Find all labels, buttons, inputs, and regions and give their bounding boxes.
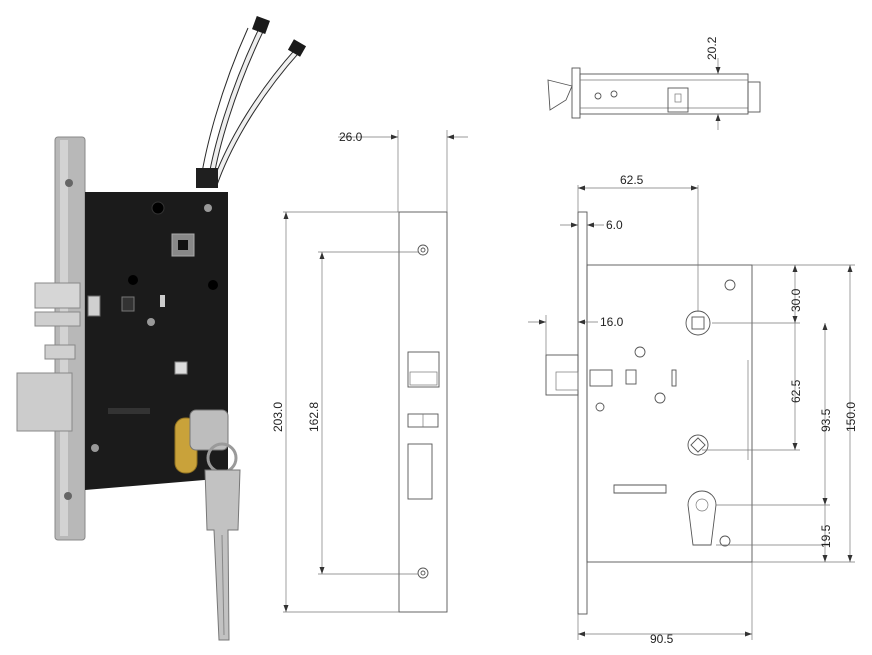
dim-backset: 26.0 bbox=[339, 130, 363, 144]
dim-case-depth: 90.5 bbox=[650, 632, 674, 646]
dim-spindle-to-cylinder-bottom: 93.5 bbox=[819, 408, 833, 432]
dim-faceplate-thickness: 6.0 bbox=[606, 218, 623, 232]
dim-case-height: 150.0 bbox=[844, 402, 858, 432]
latch-bolt bbox=[34, 282, 81, 309]
dim-spindle-to-cylinder-center: 62.5 bbox=[789, 379, 803, 403]
faceplate-screw-top bbox=[65, 179, 73, 187]
dead-bolt bbox=[16, 372, 73, 432]
dim-faceplate-height: 203.0 bbox=[271, 402, 285, 432]
side-view-drawing: 62.5 6.0 16.0 30.0 62.5 93.5 bbox=[528, 173, 858, 646]
key bbox=[189, 409, 241, 641]
dim-screw-spacing: 162.8 bbox=[307, 402, 321, 432]
dim-spindle-from-top: 30.0 bbox=[789, 288, 803, 312]
dim-backset-handle: 62.5 bbox=[620, 173, 644, 187]
lock-photo bbox=[16, 16, 307, 641]
top-view-drawing: 20.2 bbox=[547, 36, 761, 130]
faceplate-drawing: 26.0 203.0 162.8 bbox=[271, 130, 468, 613]
faceplate bbox=[54, 136, 86, 541]
lock-wires bbox=[196, 16, 307, 188]
faceplate-screw-bottom bbox=[64, 492, 72, 500]
dim-latch-projection: 16.0 bbox=[600, 315, 624, 329]
body-screw bbox=[204, 204, 212, 212]
dim-top-height: 20.2 bbox=[705, 36, 719, 60]
dim-cylinder-to-bottom: 19.5 bbox=[819, 524, 833, 548]
